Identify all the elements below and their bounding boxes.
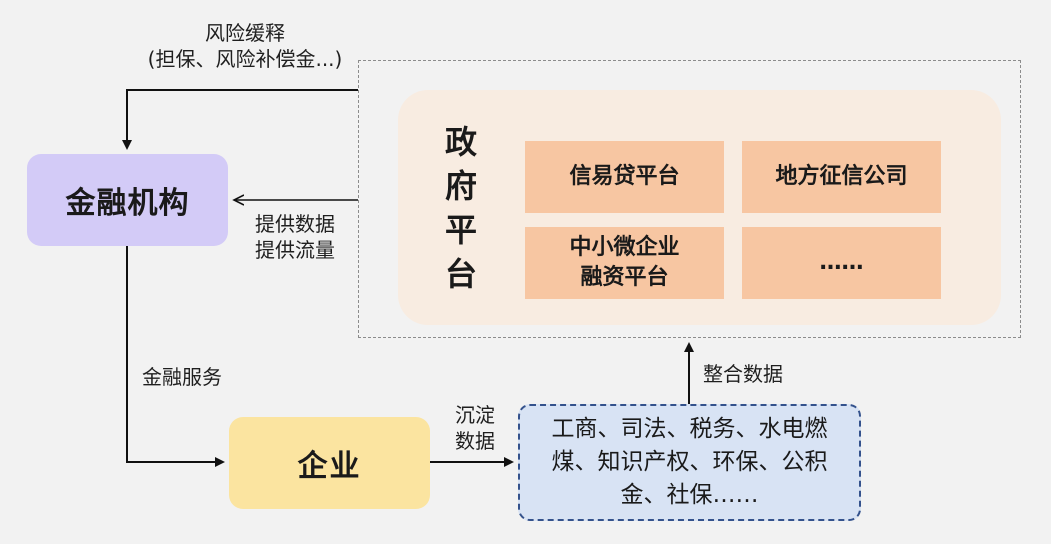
gov-platform-frame [358, 60, 1021, 338]
data-sources-text: 工商、司法、税务、水电燃煤、知识产权、环保、公积金、社保…… [551, 416, 828, 508]
provide-traffic-label: 提供流量 [255, 238, 335, 262]
platform-xinyidai: 信易贷平台 [525, 141, 724, 213]
platform-sme-financing: 中小微企业 融资平台 [525, 227, 724, 299]
platform-more: …… [742, 227, 941, 299]
financial-services-label: 金融服务 [142, 365, 222, 389]
risk-mitigation-detail-label: (担保、风险补偿金...) [147, 47, 343, 71]
integrate-data-label: 整合数据 [703, 362, 783, 386]
data-sources-node: 工商、司法、税务、水电燃煤、知识产权、环保、公积金、社保…… [518, 404, 861, 521]
provide-data-label: 提供数据 [255, 212, 335, 236]
enterprise-node: 企业 [229, 417, 430, 509]
financial-services-arrow [126, 246, 225, 467]
accumulate-data-label: 沉淀 数据 [455, 403, 495, 453]
gov-platform-title: 政府平台 [444, 123, 477, 293]
platform-local-credit: 地方征信公司 [742, 141, 941, 213]
risk-mitigation-label: 风险缓释 [205, 21, 285, 45]
risk-mitigation-arrow [122, 89, 358, 150]
financial-institution-node: 金融机构 [27, 154, 228, 246]
